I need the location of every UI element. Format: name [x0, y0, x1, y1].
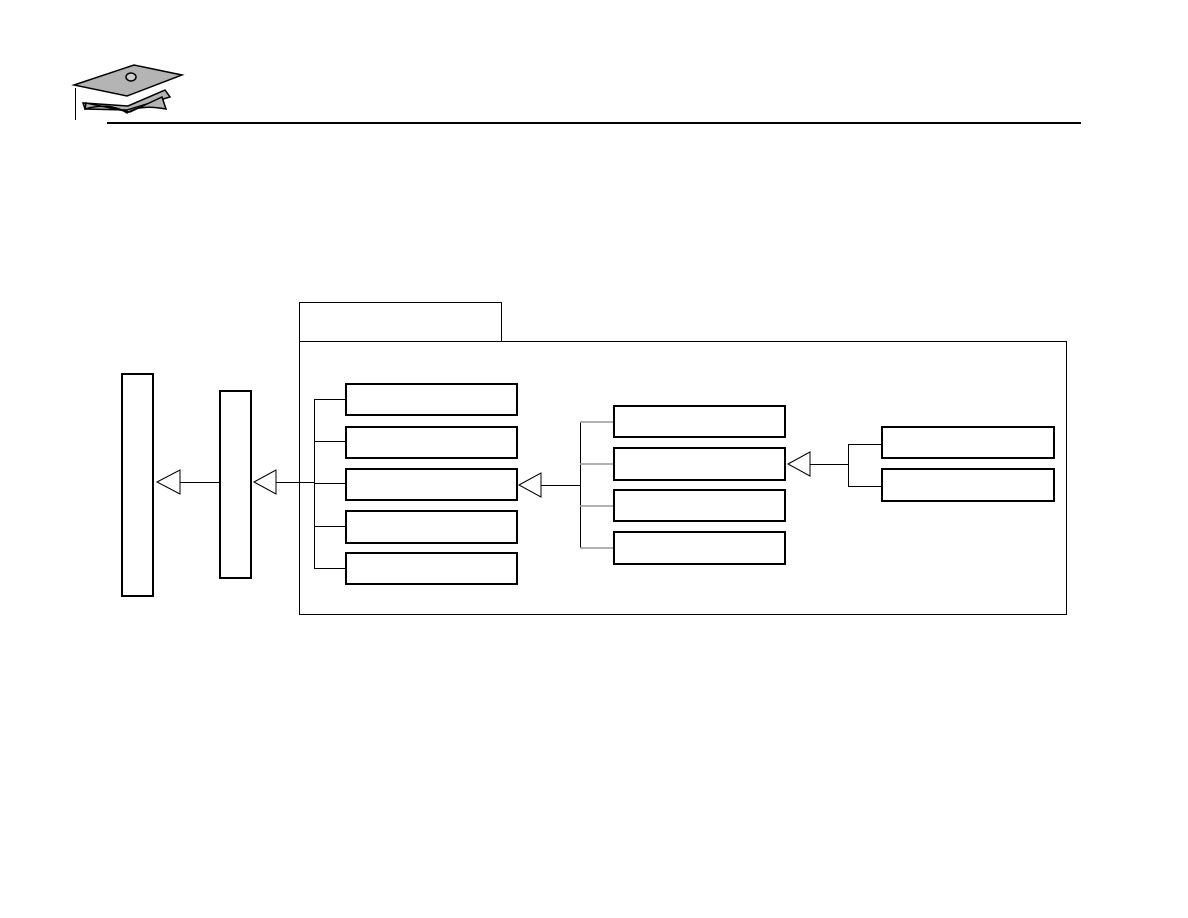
- root-class-box: [121, 373, 154, 597]
- inheritance-arrow: [786, 451, 811, 477]
- class-box: [881, 468, 1055, 502]
- class-box: [345, 426, 518, 459]
- class-box: [613, 489, 786, 522]
- parent-class-box: [219, 390, 252, 579]
- class-box: [613, 447, 786, 481]
- class-box: [345, 383, 518, 416]
- class-box: [345, 552, 518, 585]
- class-box: [345, 468, 518, 501]
- package-tab: [299, 302, 502, 342]
- class-box: [345, 510, 518, 544]
- class-box: [613, 405, 786, 438]
- package-body: [299, 341, 1067, 615]
- inheritance-arrow: [155, 469, 181, 495]
- graduation-cap-icon: [71, 64, 185, 114]
- class-box: [881, 426, 1055, 459]
- class-box: [613, 531, 786, 565]
- inheritance-arrow: [252, 469, 277, 495]
- inheritance-arrow: [517, 472, 542, 498]
- package: [299, 302, 1067, 615]
